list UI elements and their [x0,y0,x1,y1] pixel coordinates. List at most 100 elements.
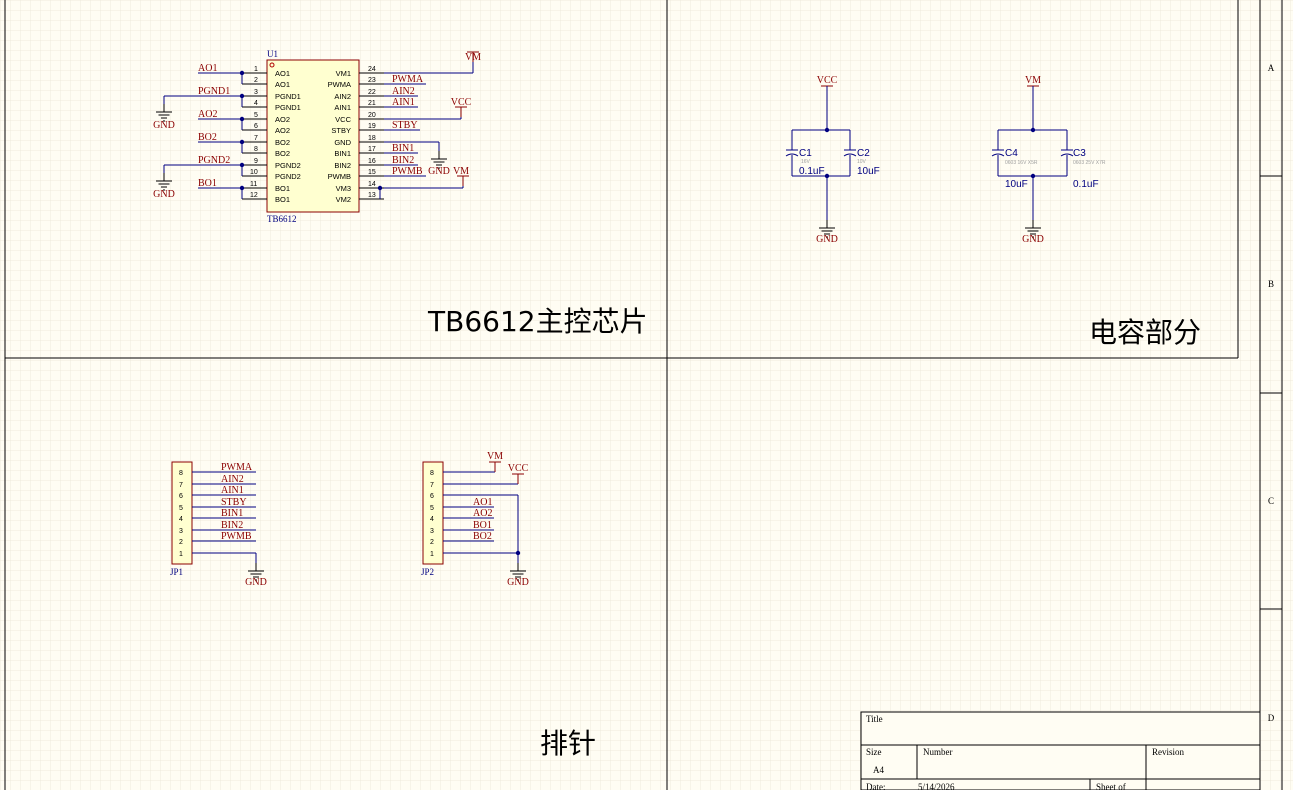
title-block-frame [860,711,1261,790]
pin-name: PWMA [328,80,351,89]
pin-num: 7 [254,135,258,142]
c4-ref: C4 [1005,148,1018,159]
jp1-header[interactable]: JP1 8 7 6 5 4 3 2 1 PWMA AIN2 AIN1 STBY … [170,461,267,588]
c2-note: 10V [857,159,867,165]
u1-body [266,59,360,213]
pin-name: VM2 [336,195,351,204]
pin-num: 16 [368,158,376,165]
pin-num: 1 [179,551,183,558]
pin-num: 6 [254,123,258,130]
u1-designator: U1 [267,49,278,59]
pin-num: 15 [368,169,376,176]
pin-num: 3 [430,528,434,535]
junction-dot [515,550,521,556]
title-block-revision: Revision [1152,747,1185,757]
net-label-stby: STBY [392,120,418,131]
c3-ref: C3 [1073,148,1086,159]
c2-ref: C2 [857,148,870,159]
pin-name: BO2 [275,138,290,147]
title-block-date: Date: [866,782,886,790]
pin-num: 20 [368,112,376,119]
vcc-label: VCC [508,463,529,474]
title-block-date-value: 5/14/2026 [918,782,955,790]
pin-name: PGND2 [275,161,301,170]
c3-note: 0603 25V X7R [1073,160,1106,166]
pin-num: 2 [430,539,434,546]
pin-num: 5 [179,505,183,512]
vm-label: VM [487,451,503,462]
pin-name: VM1 [336,69,351,78]
pin-name: GND [334,138,351,147]
pin-num: 13 [368,192,376,199]
title-block-title: Title [866,714,883,724]
pin-num: 22 [368,89,376,96]
net-label-pgnd1: PGND1 [198,86,230,97]
net-label-ain1: AIN1 [392,97,415,108]
pin-num: 3 [254,89,258,96]
net-label-stby: STBY [221,497,247,508]
pin-name: BO1 [275,184,290,193]
pin-num: 23 [368,77,376,84]
pin-num: 1 [430,551,434,558]
gnd-label: GND [816,234,838,245]
gnd-label: GND [1022,234,1044,245]
pin-name: AO2 [275,115,290,124]
pin-name: BIN2 [334,161,351,170]
cap-group-vm[interactable]: VM C4 0603 16V X5R 10uF C3 0603 25V X7R … [991,75,1106,245]
jp1-body [171,461,193,565]
pin-num: 4 [430,516,434,523]
net-label-bin2: BIN2 [392,155,414,166]
pin-num: 7 [179,482,183,489]
section-title-caps: 电容部分 [1089,316,1201,349]
pin-num: 18 [368,135,376,142]
junction-dot [239,116,245,122]
pin-name: AIN2 [334,92,351,101]
title-block-size: Size [866,747,882,757]
u1-part-name: TB6612 [267,214,297,224]
jp2-header[interactable]: JP2 8 7 6 5 4 3 2 1 AO1 AO2 BO1 BO2 VM V… [421,451,529,588]
pin-name: AO1 [275,69,290,78]
gnd-label: GND [507,577,529,588]
c2-value: 10uF [857,166,880,177]
vcc-label: VCC [451,97,472,108]
pin-num: 2 [254,77,258,84]
vm-label: VM [1025,75,1041,86]
net-label-bin1: BIN1 [392,143,414,154]
gnd-label: GND [153,189,175,200]
pin-name: BIN1 [334,149,351,158]
pin-num: 10 [250,169,258,176]
jp2-designator: JP2 [421,567,434,577]
pin-num: 21 [368,100,376,107]
title-block-number: Number [923,747,953,757]
u1-tb6612[interactable]: U1 TB6612 1 AO1 2 AO1 3 PGND1 4 PGND1 5 … [242,49,384,224]
pin-name: STBY [331,126,351,135]
pin-name: PWMB [328,172,351,181]
pin-num: 7 [430,482,434,489]
pin-name: VCC [335,115,351,124]
junction-dot [239,93,245,99]
net-label-bo2: BO2 [473,531,492,542]
title-block-size-value: A4 [873,765,884,775]
pin-num: 5 [254,112,258,119]
net-label-pwma: PWMA [392,74,424,85]
junction-dot [239,185,245,191]
c4-value: 10uF [1005,179,1028,190]
cap-group-vcc[interactable]: VCC C1 16V 0.1uF C2 10V 10uF GND [785,75,880,245]
pin-num: 8 [254,146,258,153]
net-label-bin2: BIN2 [221,520,243,531]
jp2-body [422,461,444,565]
pin-num: 1 [254,66,258,73]
pin-num: 14 [368,181,376,188]
net-label-pgnd2: PGND2 [198,155,230,166]
pin-num: 6 [179,493,183,500]
gnd-label: GND [245,577,267,588]
u1-left-wires [163,72,243,199]
pin-name: PGND1 [275,92,301,101]
zone-label-b: B [1268,279,1274,289]
pin-num: 17 [368,146,376,153]
net-label-ain2: AIN2 [221,474,244,485]
junction-dot [239,139,245,145]
net-label-pwmb: PWMB [392,166,423,177]
zone-label-a: A [1268,63,1275,73]
gnd-label: GND [153,120,175,131]
